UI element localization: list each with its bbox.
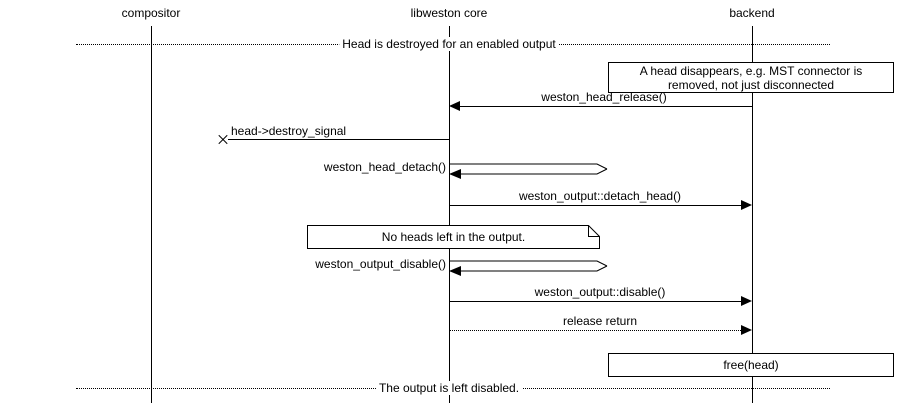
- message-line-weston-output-detach-head: [449, 205, 743, 206]
- message-label-head-destroy-signal: head->destroy_signal: [231, 124, 347, 138]
- note-free-head: free(head): [608, 353, 894, 377]
- note-no-heads-left-shape: [307, 225, 600, 249]
- arrowhead-weston-head-release: [449, 101, 460, 111]
- selfcall-weston-output-disable: [449, 260, 608, 276]
- note-free-head-text: free(head): [723, 358, 779, 372]
- note-head-disappears: A head disappears, e.g. MST connector is…: [608, 62, 894, 93]
- message-line-release-return: [449, 330, 743, 331]
- arrowhead-weston-output-disable: [741, 296, 752, 306]
- separator-label-bottom: The output is left disabled.: [375, 381, 523, 395]
- note-no-heads-left: No heads left in the output.: [307, 225, 600, 249]
- message-line-head-destroy-signal: [228, 139, 449, 140]
- message-label-weston-output-disable-self: weston_output_disable(): [315, 257, 446, 271]
- message-label-release-return: release return: [562, 314, 638, 328]
- note-no-heads-left-text: No heads left in the output.: [381, 230, 526, 244]
- lifeline-libweston-core: [449, 26, 450, 403]
- participant-label-libweston-core: libweston core: [410, 6, 488, 20]
- lost-message-x-icon: [217, 134, 228, 145]
- message-label-weston-output-detach-head: weston_output::detach_head(): [518, 189, 682, 203]
- separator-label-top: Head is destroyed for an enabled output: [339, 37, 559, 51]
- note-head-disappears-line2: removed, not just disconnected: [667, 77, 835, 92]
- selfcall-weston-head-detach: [449, 163, 608, 179]
- message-label-weston-output-disable: weston_output::disable(): [534, 285, 666, 299]
- message-line-weston-head-release: [455, 106, 752, 107]
- message-label-weston-head-release: weston_head_release(): [541, 90, 667, 104]
- arrowhead-release-return: [741, 325, 752, 335]
- participant-label-compositor: compositor: [121, 6, 181, 20]
- participant-label-backend: backend: [729, 6, 775, 20]
- note-head-disappears-line1: A head disappears, e.g. MST connector is: [639, 63, 863, 78]
- arrowhead-weston-output-detach-head: [741, 200, 752, 210]
- message-label-weston-head-detach: weston_head_detach(): [323, 160, 446, 174]
- lifeline-compositor: [151, 26, 152, 403]
- lifeline-backend: [752, 26, 753, 403]
- message-line-weston-output-disable: [449, 301, 743, 302]
